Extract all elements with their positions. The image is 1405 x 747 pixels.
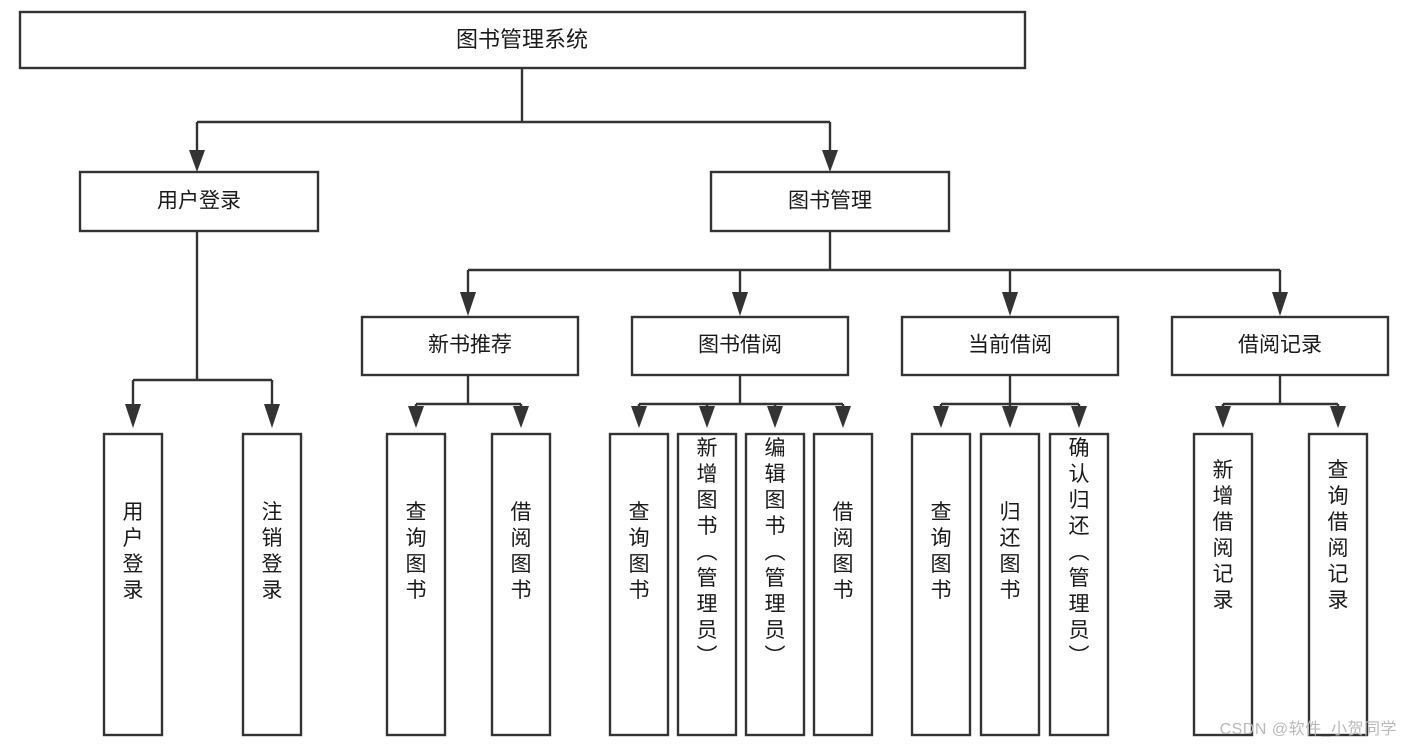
arrow-to-book-borrow <box>732 292 748 316</box>
leaf-node-add-record[interactable]: 新增借阅记录 <box>1192 432 1254 737</box>
connector-borrow-record-bus <box>1221 375 1340 410</box>
leaf-node-query-book-3[interactable]: 查询图书 <box>910 432 972 737</box>
leaf-add-record-label: 新增借阅记录 <box>1213 459 1234 612</box>
leaf-return-book-label: 归还图书 <box>1000 501 1021 602</box>
arrow-to-leaf-user-login <box>125 404 141 428</box>
connector-user-login-bus <box>131 231 274 404</box>
leaf-return-book-box[interactable] <box>979 432 1041 737</box>
connector-book-borrow-bus <box>637 375 845 410</box>
user-login-box[interactable] <box>78 170 320 233</box>
new-book-recommend-box[interactable] <box>360 315 580 377</box>
current-borrow-box[interactable] <box>900 315 1120 377</box>
node-new-book-recommend[interactable]: 新书推荐 <box>360 315 580 377</box>
leaf-query-book-2-label: 查询图书 <box>629 501 650 602</box>
leaf-node-query-book-1[interactable]: 查询图书 <box>385 432 447 737</box>
root-label: 图书管理系统 <box>456 27 588 52</box>
leaf-confirm-return-box[interactable] <box>1048 432 1110 737</box>
arrow-to-leaf-borrow-book-2 <box>835 406 851 428</box>
leaf-node-confirm-return[interactable]: 确认归还︵管理员︶ <box>1048 432 1110 737</box>
arrow-to-leaf-query-record <box>1330 406 1346 428</box>
node-book-management[interactable]: 图书管理 <box>709 170 951 233</box>
arrow-to-leaf-edit-book <box>767 406 783 428</box>
arrow-to-leaf-return-book <box>1002 406 1018 428</box>
leaf-query-record-box[interactable] <box>1307 432 1369 737</box>
leaf-node-return-book[interactable]: 归还图书 <box>979 432 1041 737</box>
leaf-query-book-3-label: 查询图书 <box>931 501 952 602</box>
new-book-recommend-label: 新书推荐 <box>428 334 512 357</box>
leaf-user-login-label: 用户登录 <box>123 501 144 602</box>
node-borrow-record[interactable]: 借阅记录 <box>1170 315 1390 377</box>
user-login-label: 用户登录 <box>157 190 241 213</box>
node-book-borrow[interactable]: 图书借阅 <box>630 315 850 377</box>
csdn-watermark: CSDN @软件_小贺同学 <box>1219 721 1397 738</box>
leaf-node-borrow-book-2[interactable]: 借阅图书 <box>812 432 874 737</box>
book-borrow-box[interactable] <box>630 315 850 377</box>
book-management-label: 图书管理 <box>788 190 872 213</box>
leaf-query-record-label: 查询借阅记录 <box>1328 459 1349 612</box>
leaf-query-book-3-box[interactable] <box>910 432 972 737</box>
connector-new-book-recommend-bus <box>414 375 523 410</box>
node-current-borrow[interactable]: 当前借阅 <box>900 315 1120 377</box>
arrow-to-leaf-query-book-2 <box>631 406 647 428</box>
leaf-user-logout-label: 注销登录 <box>262 501 283 602</box>
arrow-to-leaf-borrow-book-1 <box>513 406 529 428</box>
leaf-user-login-box[interactable] <box>102 432 164 737</box>
leaf-add-book-box[interactable] <box>676 432 738 737</box>
leaf-node-user-logout[interactable]: 注销登录 <box>241 432 303 737</box>
connector-current-borrow-bus <box>939 375 1081 410</box>
arrow-to-book-management <box>822 150 838 172</box>
connector-root-bus <box>195 68 832 156</box>
leaf-node-user-login[interactable]: 用户登录 <box>102 432 164 737</box>
borrow-record-label: 借阅记录 <box>1238 334 1322 357</box>
node-user-login[interactable]: 用户登录 <box>78 170 320 233</box>
root-box[interactable] <box>18 10 1027 70</box>
borrow-record-box[interactable] <box>1170 315 1390 377</box>
leaf-edit-book-box[interactable] <box>744 432 806 737</box>
leaf-query-book-1-box[interactable] <box>385 432 447 737</box>
connector-book-management-bus <box>466 231 1282 292</box>
leaf-node-edit-book[interactable]: 编辑图书︵管理员︶ <box>744 432 806 737</box>
arrow-to-leaf-confirm-return <box>1071 406 1087 428</box>
leaf-add-record-box[interactable] <box>1192 432 1254 737</box>
leaf-add-book-label: 新增图书︵管理员︶ <box>697 437 718 668</box>
arrow-to-leaf-query-book-1 <box>408 406 424 428</box>
arrow-to-leaf-user-logout <box>264 404 280 428</box>
leaf-query-book-2-box[interactable] <box>608 432 670 737</box>
arrow-to-leaf-add-record <box>1215 406 1231 428</box>
arrow-to-user-login <box>189 150 205 172</box>
arrow-to-current-borrow <box>1002 292 1018 316</box>
leaf-node-add-book[interactable]: 新增图书︵管理员︶ <box>676 432 738 737</box>
book-management-box[interactable] <box>709 170 951 233</box>
leaf-edit-book-label: 编辑图书︵管理员︶ <box>765 437 786 668</box>
connector-layer <box>125 68 1346 428</box>
arrow-to-borrow-record <box>1272 292 1288 316</box>
leaf-borrow-book-1-label: 借阅图书 <box>511 501 532 602</box>
leaf-borrow-book-2-label: 借阅图书 <box>833 501 854 602</box>
leaf-node-borrow-book-1[interactable]: 借阅图书 <box>490 432 552 737</box>
arrow-to-new-book-recommend <box>460 292 476 316</box>
arrow-to-leaf-add-book <box>699 406 715 428</box>
leaf-borrow-book-2-box[interactable] <box>812 432 874 737</box>
leaf-user-logout-box[interactable] <box>241 432 303 737</box>
leaf-confirm-return-label: 确认归还︵管理员︶ <box>1069 437 1090 668</box>
leaf-node-query-book-2[interactable]: 查询图书 <box>608 432 670 737</box>
leaf-borrow-book-1-box[interactable] <box>490 432 552 737</box>
node-root[interactable]: 图书管理系统 <box>18 10 1027 70</box>
leaf-node-query-record[interactable]: 查询借阅记录 <box>1307 432 1369 737</box>
book-borrow-label: 图书借阅 <box>698 334 782 357</box>
current-borrow-label: 当前借阅 <box>968 334 1052 357</box>
arrow-to-leaf-query-book-3 <box>933 406 949 428</box>
leaf-query-book-1-label: 查询图书 <box>406 501 427 602</box>
